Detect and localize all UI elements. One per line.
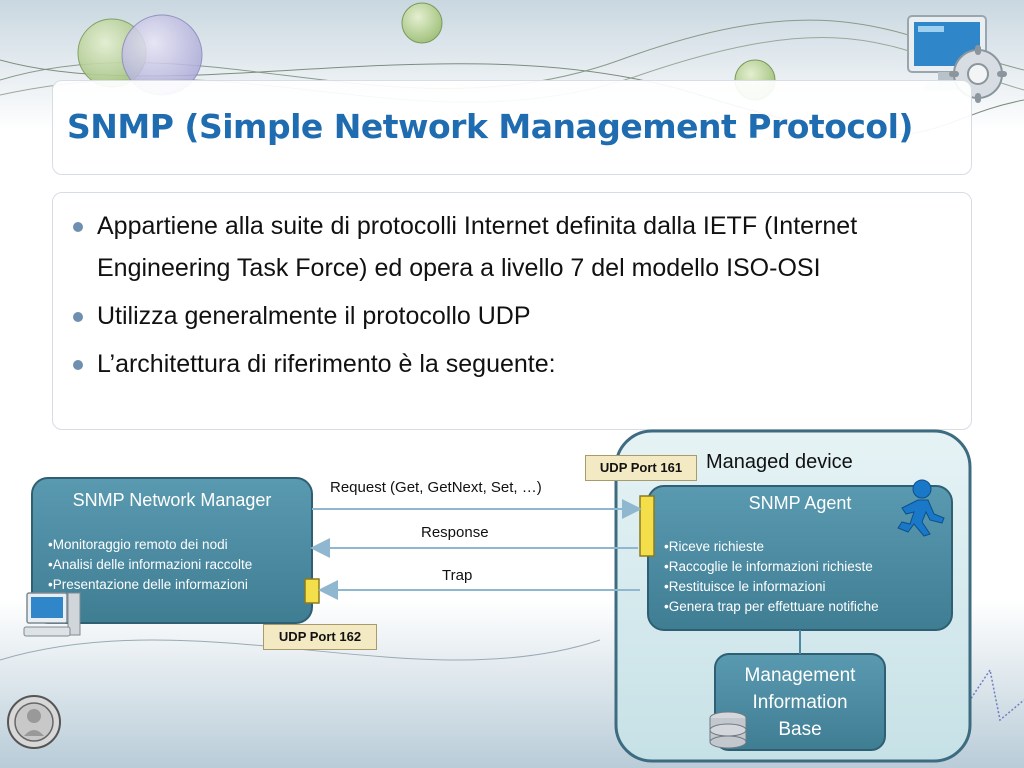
manager-title: SNMP Network Manager xyxy=(72,490,272,510)
bullet-item: Utilizza generalmente il protocollo UDP xyxy=(69,295,949,337)
manager-functions-list: •Monitoraggio remoto dei nodi •Analisi d… xyxy=(48,535,252,595)
agent-functions-list: •Riceve richieste •Raccoglie le informaz… xyxy=(664,537,879,617)
list-item: •Presentazione delle informazioni xyxy=(48,577,248,592)
agent-title: SNMP Agent xyxy=(748,493,852,513)
slide-title: SNMP (Simple Network Management Protocol… xyxy=(67,107,914,146)
university-seal-logo xyxy=(7,695,61,749)
list-item: •Analisi delle informazioni raccolte xyxy=(48,557,253,572)
response-label: Response xyxy=(421,524,489,541)
title-panel: SNMP (Simple Network Management Protocol… xyxy=(52,80,972,175)
list-item: •Genera trap per effettuare notifiche xyxy=(664,599,879,614)
manager-port-tag: UDP Port 162 xyxy=(263,624,377,650)
list-item: •Riceve richieste xyxy=(664,539,765,554)
agent-port-indicator xyxy=(639,495,655,557)
bullet-dot-icon xyxy=(73,222,83,232)
bullet-list: Appartiene alla suite di protocolli Inte… xyxy=(69,205,949,391)
mib-label: Management Information Base xyxy=(744,665,856,740)
bullet-item: Appartiene alla suite di protocolli Inte… xyxy=(69,205,949,289)
agent-port-tag: UDP Port 161 xyxy=(585,455,697,481)
running-person-icon xyxy=(897,479,945,537)
trap-label: Trap xyxy=(442,567,473,584)
list-item: •Raccoglie le informazioni richieste xyxy=(664,559,873,574)
list-item: •Monitoraggio remoto dei nodi xyxy=(48,537,228,552)
manager-port-indicator xyxy=(304,578,320,604)
request-label: Request (Get, GetNext, Set, …) xyxy=(330,479,542,496)
bullet-dot-icon xyxy=(73,312,83,322)
bullet-item: L’architettura di riferimento è la segue… xyxy=(69,343,949,385)
list-item: •Restituisce le informazioni xyxy=(664,579,826,594)
content-panel: Appartiene alla suite di protocolli Inte… xyxy=(52,192,972,430)
desktop-computer-icon xyxy=(23,592,81,637)
database-icon xyxy=(709,711,747,749)
bullet-dot-icon xyxy=(73,360,83,370)
managed-device-label: Managed device xyxy=(706,451,853,473)
